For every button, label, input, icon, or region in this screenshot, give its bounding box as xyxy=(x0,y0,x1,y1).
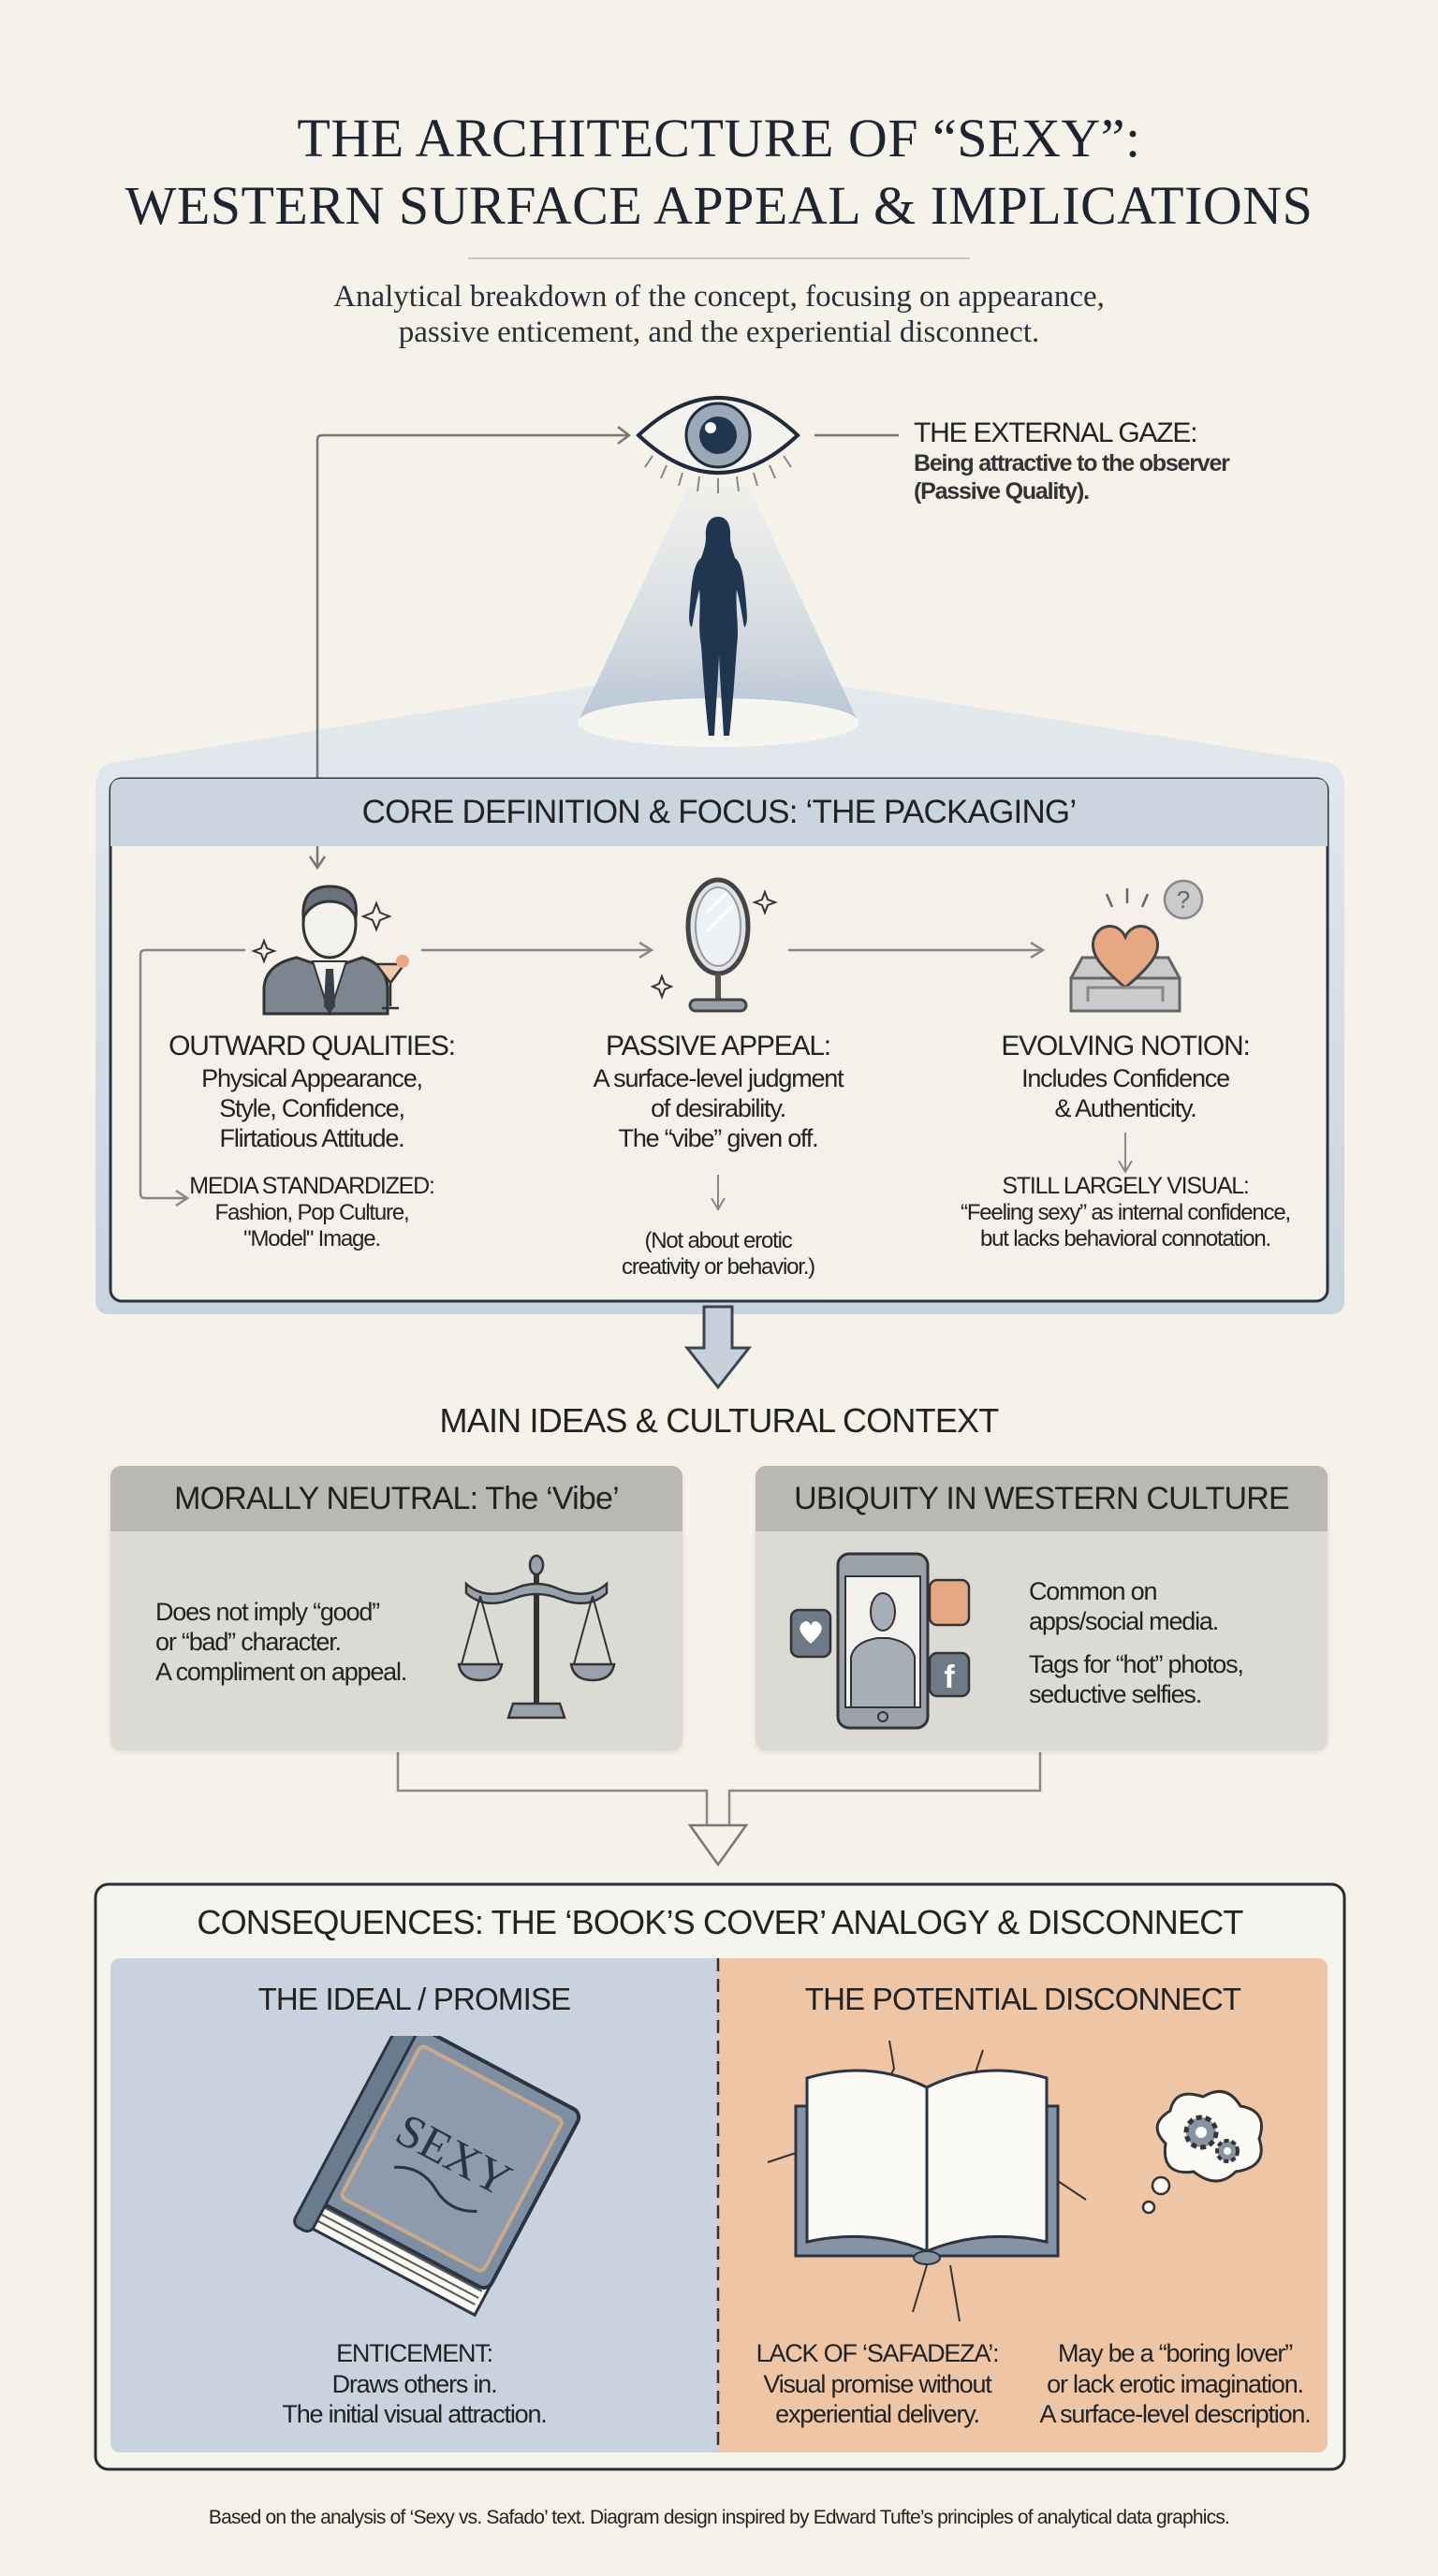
open-book-cracked-icon xyxy=(767,2041,1087,2321)
ubiquity-card: UBIQUITY IN WESTERN CULTURE f Common on … xyxy=(756,1466,1328,1750)
heart-box-icon: ? xyxy=(1069,879,1204,1013)
gaze-line-2: (Passive Quality). xyxy=(914,478,1090,505)
card-header: MORALLY NEUTRAL: The ‘Vibe’ xyxy=(110,1466,682,1531)
eye-icon xyxy=(636,396,800,493)
smartphone-social-icon: f xyxy=(789,1552,971,1730)
core-column-passive: PASSIVE APPEAL: A surface-level judgment… xyxy=(531,1030,905,1281)
subtitle-line-1: Analytical breakdown of the concept, foc… xyxy=(333,280,1105,314)
morally-neutral-card: MORALLY NEUTRAL: The ‘Vibe’ Does not imp… xyxy=(110,1466,682,1750)
column-line: A surface-level judgment xyxy=(593,1064,844,1092)
card-line: Tags for “hot” photos, xyxy=(1029,1650,1244,1678)
card-line: or “bad” character. xyxy=(155,1628,342,1656)
enticement-line: Draws others in. xyxy=(331,2370,498,2398)
enticement-heading: ENTICEMENT: xyxy=(336,2339,493,2367)
card-text: Common on apps/social media. Tags for “h… xyxy=(1029,1576,1244,1709)
sub-line: “Feeling sexy” as internal confidence, xyxy=(961,1200,1291,1225)
column-line: Flirtatious Attitude. xyxy=(219,1124,405,1152)
consequences-heading: CONSEQUENCES: THE ‘BOOK’S COVER’ ANALOGY… xyxy=(197,1903,1243,1941)
businessman-icon xyxy=(251,885,409,1016)
boring-lover-text: May be a “boring lover” or lack erotic i… xyxy=(1025,2338,1325,2429)
safadeza-line: Visual promise without xyxy=(763,2370,991,2398)
column-line: The “vibe” given off. xyxy=(618,1124,819,1152)
thought-cloud-gears-icon xyxy=(1141,2089,1263,2215)
column-heading: PASSIVE APPEAL: xyxy=(606,1031,831,1061)
card-header: UBIQUITY IN WESTERN CULTURE xyxy=(756,1466,1328,1531)
column-line: Style, Confidence, xyxy=(219,1094,405,1122)
potential-disconnect-header: THE POTENTIAL DISCONNECT xyxy=(804,1982,1241,2016)
safadeza-line: experiential delivery. xyxy=(775,2400,980,2428)
safadeza-heading: LACK OF ‘SAFADEZA’: xyxy=(756,2339,1000,2367)
subtitle-line-2: passive enticement, and the experiential… xyxy=(398,315,1040,349)
core-column-outward: OUTWARD QUALITIES: Physical Appearance, … xyxy=(134,1030,490,1252)
column-heading: OUTWARD QUALITIES: xyxy=(169,1031,456,1061)
safadeza-text: LACK OF ‘SAFADEZA’: Visual promise witho… xyxy=(737,2338,1018,2429)
header-bold: MORALLY NEUTRAL: xyxy=(174,1481,478,1516)
boring-lover-line: May be a “boring lover” xyxy=(1057,2339,1293,2367)
card-line: Does not imply “good” xyxy=(155,1598,380,1626)
boring-lover-line: or lack erotic imagination. xyxy=(1047,2370,1304,2398)
spotlight-ellipse xyxy=(578,698,858,747)
scales-icon xyxy=(457,1554,616,1720)
title-line-2: WESTERN SURFACE APPEAL & IMPLICATIONS xyxy=(125,175,1313,236)
ideal-promise-header: THE IDEAL / PROMISE xyxy=(257,1982,572,2016)
sub-heading: MEDIA STANDARDIZED: xyxy=(189,1173,435,1199)
enticement-text: ENTICEMENT: Draws others in. The initial… xyxy=(110,2338,718,2429)
title-line-1: THE ARCHITECTURE OF “SEXY”: xyxy=(297,108,1141,168)
footer-credit: Based on the analysis of ‘Sexy vs. Safad… xyxy=(208,2507,1230,2528)
closed-book-icon: SEXY xyxy=(293,2036,581,2318)
svg-text:?: ? xyxy=(1177,886,1190,914)
sub-line: creativity or behavior.) xyxy=(622,1254,815,1280)
column-line: & Authenticity. xyxy=(1054,1094,1196,1122)
sub-line: Fashion, Pop Culture, xyxy=(214,1200,410,1225)
card-line: A compliment on appeal. xyxy=(155,1658,407,1686)
sub-line: "Model" Image. xyxy=(243,1226,381,1251)
card-line: Common on xyxy=(1029,1577,1157,1605)
enticement-line: The initial visual attraction. xyxy=(282,2400,547,2428)
page-subtitle: Analytical breakdown of the concept, foc… xyxy=(0,279,1438,350)
core-column-evolving: EVOLVING NOTION: Includes Confidence & A… xyxy=(929,1030,1322,1252)
header-rest: The ‘Vibe’ xyxy=(477,1481,619,1516)
sub-line: (Not about erotic xyxy=(644,1228,792,1253)
down-arrow-icon xyxy=(683,1305,753,1390)
column-line: of desirability. xyxy=(651,1094,786,1122)
column-line: Physical Appearance, xyxy=(201,1064,423,1092)
gaze-line-1: Being attractive to the observer xyxy=(914,450,1230,476)
sub-heading: STILL LARGELY VISUAL: xyxy=(1002,1173,1250,1199)
gaze-heading: THE EXTERNAL GAZE: xyxy=(914,417,1198,448)
column-heading: EVOLVING NOTION: xyxy=(1001,1031,1250,1061)
mirror-icon xyxy=(651,877,778,1013)
svg-text:f: f xyxy=(944,1660,955,1695)
column-line: Includes Confidence xyxy=(1021,1064,1230,1092)
boring-lover-line: A surface-level description. xyxy=(1039,2400,1311,2428)
core-definition-header: CORE DEFINITION & FOCUS: ‘THE PACKAGING’ xyxy=(361,794,1078,830)
external-gaze-label: THE EXTERNAL GAZE: Being attractive to t… xyxy=(914,417,1230,505)
page-title: THE ARCHITECTURE OF “SEXY”: WESTERN SURF… xyxy=(0,105,1438,240)
card-text: Does not imply “good” or “bad” character… xyxy=(155,1597,407,1687)
sub-line: but lacks behavioral connotation. xyxy=(980,1226,1271,1251)
main-ideas-heading: MAIN IDEAS & CULTURAL CONTEXT xyxy=(439,1401,1000,1440)
woman-silhouette-icon xyxy=(689,517,747,736)
card-line: seductive selfies. xyxy=(1029,1680,1202,1708)
card-line: apps/social media. xyxy=(1029,1607,1219,1635)
